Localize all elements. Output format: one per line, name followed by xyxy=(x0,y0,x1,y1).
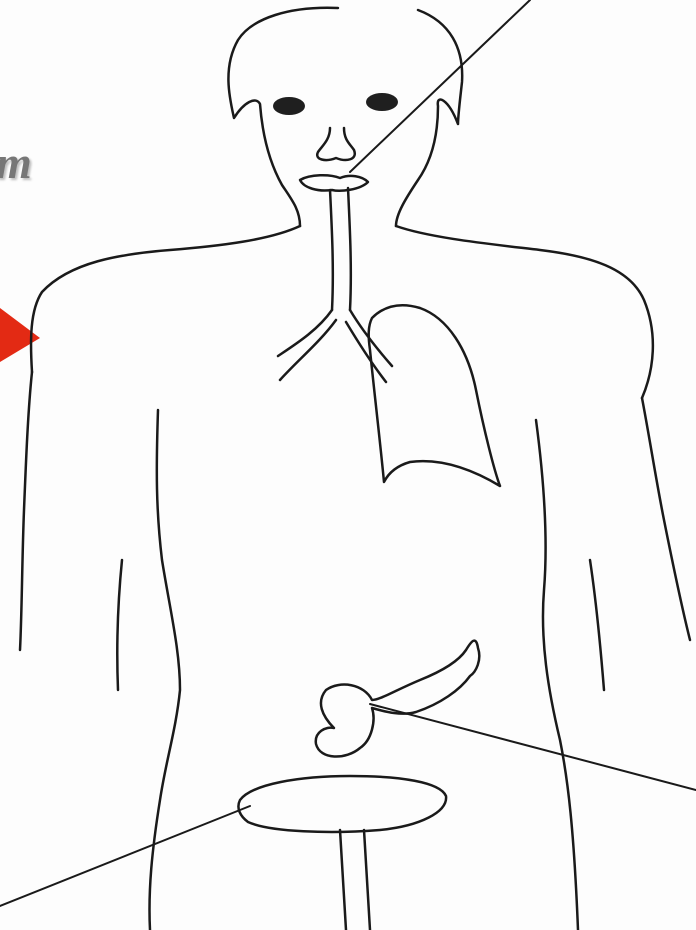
mouth xyxy=(300,175,368,191)
pointer-line-top xyxy=(350,0,530,172)
legs xyxy=(340,830,370,930)
pancreas-duodenum xyxy=(316,641,480,757)
lung xyxy=(369,305,500,486)
pointer-line-right xyxy=(370,704,696,790)
bladder xyxy=(238,776,446,832)
nose xyxy=(317,128,355,160)
torso-outline xyxy=(31,226,653,930)
left-eye xyxy=(273,97,305,115)
pointer-line-left xyxy=(0,806,250,906)
head-outline xyxy=(228,8,462,226)
arms xyxy=(20,372,690,690)
windpipe xyxy=(330,188,351,310)
right-eye xyxy=(366,93,398,111)
bronchi xyxy=(278,310,392,382)
